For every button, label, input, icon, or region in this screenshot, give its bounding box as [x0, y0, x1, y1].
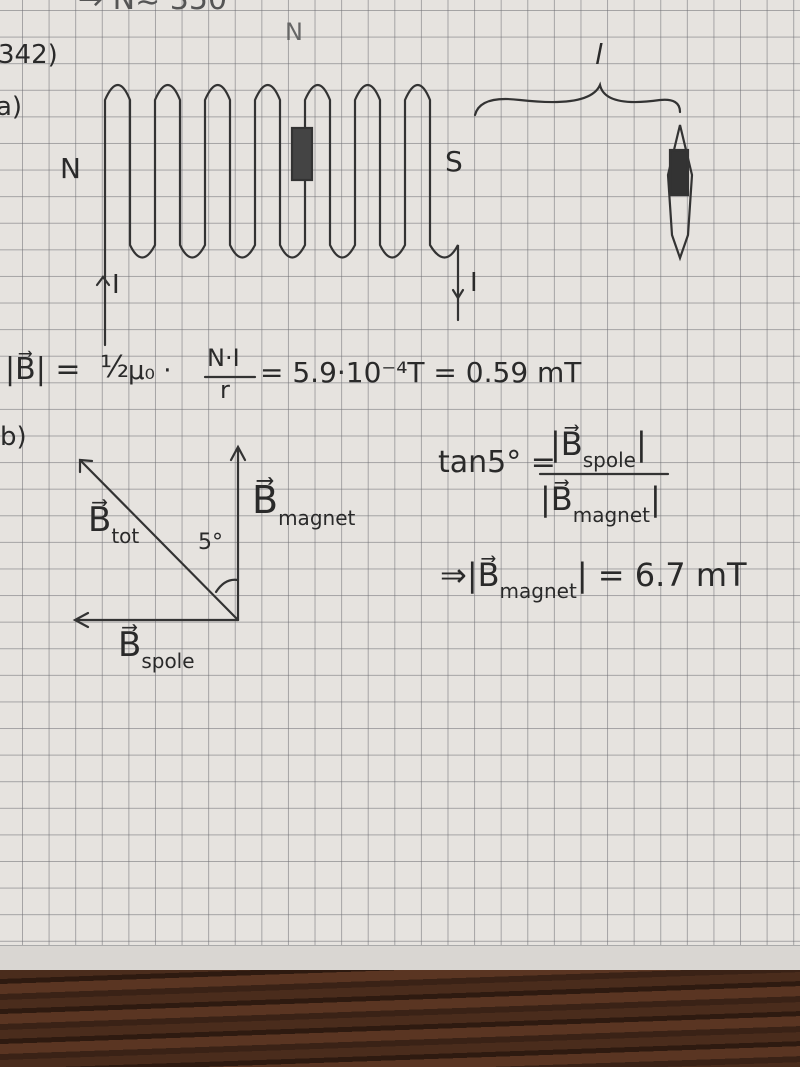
eq-numerator: N·I [207, 344, 240, 372]
current-left-label: I [112, 270, 120, 300]
current-right-label: I [470, 268, 478, 298]
eq-rhs: = 5.9·10⁻⁴T = 0.59 mT [260, 356, 582, 389]
solenoid-coil [95, 83, 465, 347]
eq-denominator: r [220, 376, 230, 404]
north-top-label: N [285, 18, 303, 46]
part-b-label: b) [0, 422, 27, 452]
b-tot-label: B⃗tot [88, 500, 140, 548]
angle-label: 5° [198, 530, 223, 555]
result-magnet: ⇒|B⃗magnet| = 6.7 mT [440, 556, 747, 603]
b-spole-label: B⃗spole [118, 625, 195, 673]
tan-numerator: |B⃗spole| [550, 425, 647, 472]
eq-mu: μ₀ · [128, 356, 172, 386]
tan-denominator: |B⃗magnet| [540, 480, 661, 527]
b-magnet-label: B⃗magnet [252, 478, 356, 530]
length-brace [473, 81, 682, 117]
tan-lhs: tan5° = [438, 445, 556, 480]
hand-drawings [72, 81, 694, 629]
eq-lhs: |B⃗| = [5, 352, 81, 387]
vector-diagram [72, 444, 247, 629]
grid-paper [0, 0, 800, 955]
header-scrap: → N≈ 350 [78, 0, 227, 17]
north-left-label: N [60, 152, 81, 185]
part-a-label: a) [0, 92, 23, 122]
eq-half: ½ [100, 350, 130, 385]
length-label: l [595, 38, 603, 71]
compass-needle [666, 124, 694, 262]
wooden-table [0, 970, 800, 1067]
south-label: S [445, 145, 463, 178]
problem-number: 342) [0, 40, 58, 70]
